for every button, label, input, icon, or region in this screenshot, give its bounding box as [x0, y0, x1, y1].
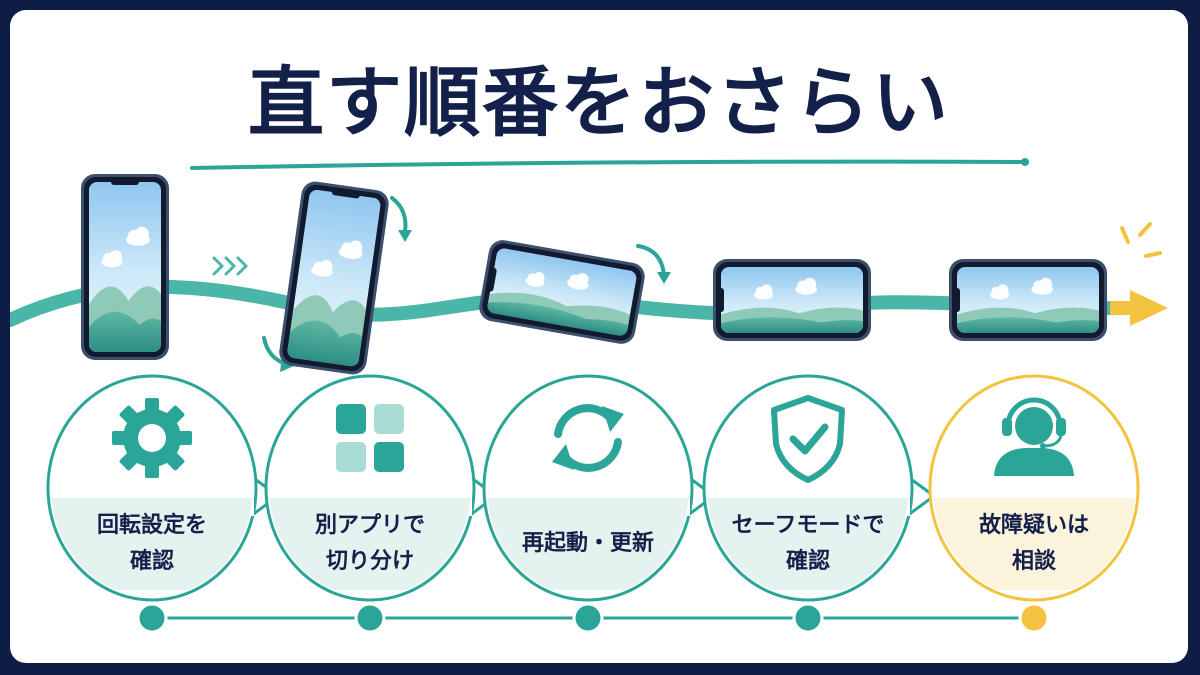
phone-screen — [957, 267, 1099, 333]
app-grid-icon — [336, 404, 404, 472]
phone-screen — [286, 188, 382, 368]
cloud-icon — [525, 272, 545, 287]
timeline-dot-1 — [136, 602, 168, 634]
step-4-label: セーフモードで 確認 — [731, 513, 885, 574]
diagram-canvas — [10, 158, 1168, 634]
refresh-icon — [552, 404, 624, 472]
phone-sequence — [81, 174, 1107, 375]
timeline-dot-4 — [792, 602, 824, 634]
title-underline-dot — [1021, 158, 1029, 166]
infographic-frame: 直す順番をおさらい 回転設定を 確認 別アプリで 切り分け 再起動・更新 セーフ… — [10, 10, 1188, 663]
phone-screen — [721, 267, 863, 333]
step-1-label: 回転設定を 確認 — [96, 513, 207, 574]
flow-arrow-tail — [1110, 301, 1134, 315]
cloud-icon — [311, 259, 333, 277]
step-2-label: 別アプリで 切り分け — [314, 513, 425, 574]
step-2-bubble — [264, 374, 498, 602]
cloud-icon — [125, 226, 150, 246]
cloud-icon — [101, 250, 123, 268]
step-5-bubble — [928, 374, 1140, 602]
phone-4 — [713, 259, 871, 341]
phone-5 — [949, 259, 1107, 341]
sparkle-icon — [1120, 222, 1162, 258]
step-3-label: 再起動・更新 — [521, 531, 654, 556]
phone-1 — [81, 174, 169, 360]
shield-check-icon — [771, 395, 845, 483]
phone-screen — [486, 247, 638, 337]
cloud-icon — [754, 284, 774, 300]
step-5-label: 故障疑いは 相談 — [978, 513, 1089, 574]
step-bubbles — [46, 374, 1140, 602]
step-4-bubble — [702, 374, 936, 602]
timeline — [136, 602, 1050, 634]
cloud-icon — [990, 284, 1010, 300]
timeline-dot-2 — [354, 602, 386, 634]
timeline-dot-3 — [572, 602, 604, 634]
cloud-icon — [338, 240, 363, 260]
page-title: 直す順番をおさらい — [248, 58, 950, 147]
title-underline — [190, 159, 1024, 170]
cloud-icon — [795, 277, 817, 295]
step-1-bubble — [46, 374, 280, 602]
cloud-icon — [567, 273, 589, 290]
chevrons-icon — [212, 256, 249, 276]
step-3-bubble — [482, 374, 716, 602]
flow-arrow-head — [1130, 290, 1168, 326]
timeline-dot-5 — [1018, 602, 1050, 634]
gear-icon — [112, 398, 192, 478]
phone-screen — [89, 182, 161, 352]
phone-3 — [479, 240, 645, 344]
support-headset-icon — [994, 397, 1074, 476]
cloud-icon — [1031, 277, 1053, 295]
phone-2 — [279, 181, 389, 375]
